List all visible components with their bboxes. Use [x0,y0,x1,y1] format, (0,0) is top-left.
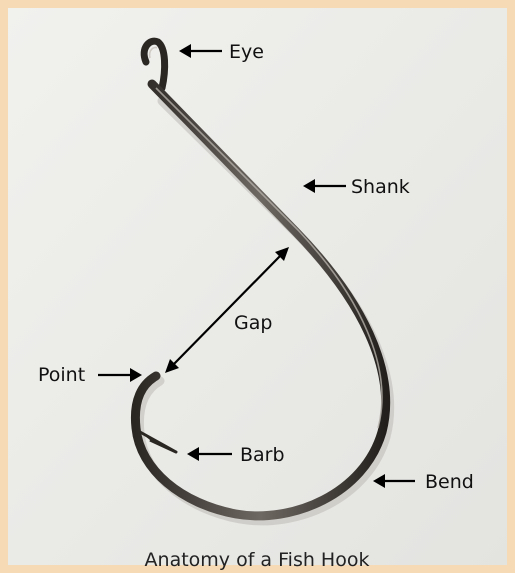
shank-label: Shank [351,176,410,198]
gap-label: Gap [234,312,272,334]
bend-label: Bend [425,471,474,493]
eye-label: Eye [229,41,264,63]
barb-label: Barb [240,444,285,466]
point-label: Point [38,364,85,386]
diagram-caption: Anatomy of a Fish Hook [145,549,370,571]
